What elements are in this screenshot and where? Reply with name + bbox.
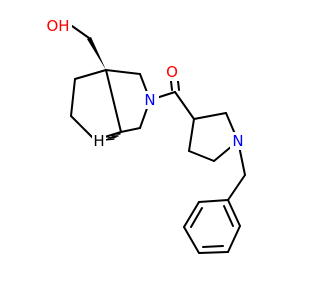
cyclopentane-ring bbox=[70, 69, 122, 141]
bond bbox=[183, 226, 200, 254]
bond bbox=[174, 91, 195, 120]
bond bbox=[183, 201, 200, 228]
bond bbox=[70, 115, 96, 141]
atom-label-hydroxyl: OH bbox=[44, 17, 72, 35]
bond bbox=[198, 199, 229, 203]
wedge-bond-hydroxymethyl bbox=[87, 37, 106, 70]
label-background bbox=[44, 17, 72, 35]
bond bbox=[188, 118, 195, 152]
label-background bbox=[164, 63, 180, 81]
bond bbox=[227, 199, 241, 227]
bond bbox=[193, 112, 227, 120]
structure-diagram: OH O N N H bbox=[44, 17, 247, 254]
amide-nitrogen-label: N bbox=[144, 91, 155, 109]
bond bbox=[227, 174, 246, 201]
atom-label-stereo-hydrogen: H bbox=[92, 132, 106, 150]
bond bbox=[105, 69, 141, 75]
bond bbox=[74, 69, 107, 80]
benzene-ring bbox=[183, 199, 241, 254]
bond bbox=[198, 251, 229, 254]
hydroxyl-label: OH bbox=[46, 17, 69, 35]
label-background bbox=[230, 132, 247, 150]
atom-label-carbonyl-oxygen: O bbox=[164, 63, 180, 81]
aromatic-inner-bond bbox=[202, 245, 224, 248]
molecule-canvas: OH O N N H bbox=[44, 17, 247, 254]
bond bbox=[71, 25, 90, 39]
aromatic-inner-bond bbox=[223, 205, 234, 227]
bond bbox=[120, 127, 141, 133]
hash bbox=[107, 136, 117, 139]
bond bbox=[70, 78, 76, 117]
atom-label-amide-nitrogen: N bbox=[142, 91, 159, 109]
bond bbox=[188, 150, 215, 162]
stereo-hydrogen-label: H bbox=[93, 132, 104, 150]
label-background bbox=[92, 132, 106, 150]
aromatic-inner-bond bbox=[190, 207, 203, 228]
bond bbox=[227, 225, 241, 253]
label-background bbox=[142, 91, 159, 109]
carbonyl-oxygen-label: O bbox=[166, 63, 178, 81]
ring-fusion-bond bbox=[105, 69, 122, 133]
pyrrolidine-nitrogen-label: N bbox=[232, 132, 243, 150]
atom-label-pyrrolidine-nitrogen: N bbox=[230, 132, 247, 150]
